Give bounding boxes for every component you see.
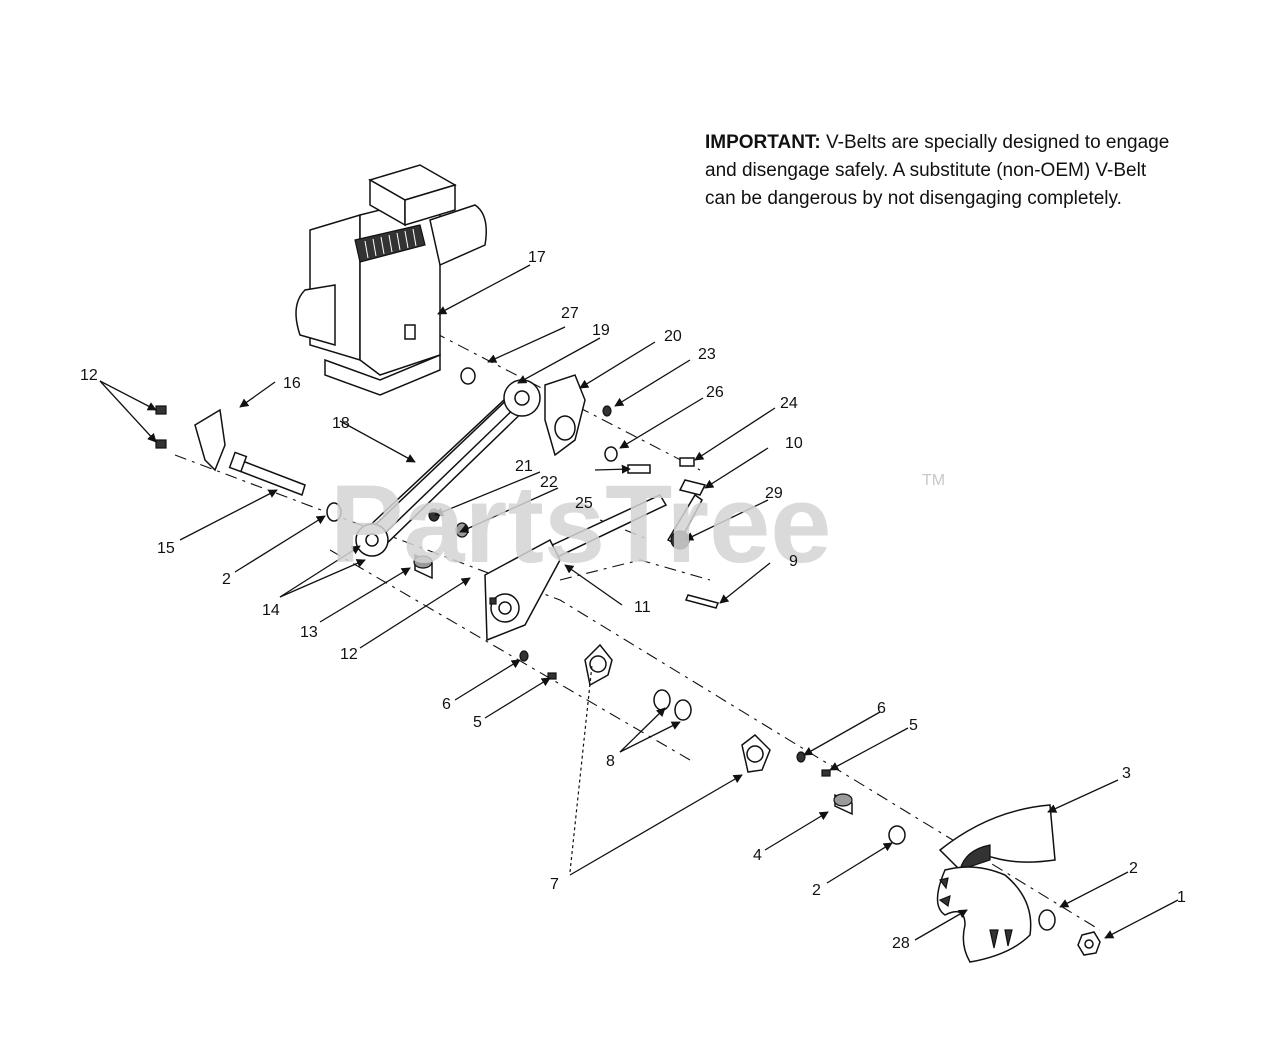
callout-26: 26 [706, 384, 724, 401]
nut-6-right [796, 751, 806, 763]
callout-8: 8 [606, 753, 615, 770]
bolt-5-left [547, 672, 557, 680]
upper-bracket [194, 408, 226, 472]
nut-23 [602, 405, 612, 417]
callout-2-mid: 2 [812, 882, 821, 899]
nut-6-left [519, 650, 529, 662]
callout-22: 22 [540, 474, 558, 491]
callout-13: 13 [300, 624, 318, 641]
bolt-5-right [821, 769, 831, 777]
idler-bracket [544, 374, 586, 457]
bearing-8a [653, 689, 671, 711]
callout-15: 15 [157, 540, 175, 557]
callout-24: 24 [780, 395, 798, 412]
watermark-text: PartsTree [330, 463, 831, 586]
callout-17: 17 [528, 249, 546, 266]
engine [295, 164, 487, 396]
callout-23: 23 [698, 346, 716, 363]
screws-12-upper [155, 405, 167, 449]
bearing-plate [484, 538, 561, 642]
pin-9 [684, 594, 720, 609]
callout-2-right: 2 [1129, 860, 1138, 877]
engine-cooling-fins [354, 224, 426, 263]
callout-12-top: 12 [80, 367, 98, 384]
washer-26 [604, 446, 618, 462]
callout-20: 20 [664, 328, 682, 345]
callout-14: 14 [262, 602, 280, 619]
nut-1 [1077, 931, 1101, 956]
washer-27 [460, 367, 476, 385]
callout-25: 25 [575, 495, 593, 512]
callout-labels: 1 2 2 2 3 4 5 5 6 6 7 8 9 10 11 12 12 13… [80, 249, 1186, 952]
callout-21: 21 [515, 458, 533, 475]
washer-right [1038, 909, 1056, 931]
watermark-tm: TM [922, 472, 945, 489]
callout-4: 4 [753, 847, 762, 864]
idler-arm [666, 479, 707, 550]
callout-12-bottom: 12 [340, 646, 358, 663]
v-belt [355, 379, 541, 557]
pin-24 [679, 457, 695, 467]
partstree-watermark: PartsTree TM [330, 463, 945, 586]
washer-mid [888, 825, 906, 845]
callout-18: 18 [332, 415, 350, 432]
blade-guard [938, 804, 1056, 872]
washer-left [326, 502, 342, 522]
callout-29: 29 [765, 485, 783, 502]
callout-28: 28 [892, 935, 910, 952]
callout-6-left: 6 [442, 696, 451, 713]
callout-3: 3 [1122, 765, 1131, 782]
callout-9: 9 [789, 553, 798, 570]
shoulder-bolt [228, 451, 306, 496]
bearing-flange-left [584, 643, 613, 687]
callout-7: 7 [550, 876, 559, 893]
edger-blade [936, 866, 1032, 963]
important-note-lead: IMPORTANT: [705, 132, 821, 153]
spacer [413, 553, 433, 580]
callout-6-right: 6 [877, 700, 886, 717]
spacer-4 [833, 793, 853, 816]
callout-10: 10 [785, 435, 803, 452]
callout-11: 11 [634, 599, 651, 616]
callout-5-right: 5 [909, 717, 918, 734]
callout-16: 16 [283, 375, 301, 392]
bearing-8b [674, 699, 692, 721]
callout-27: 27 [561, 305, 579, 322]
bearing-flange-right [741, 734, 771, 773]
callout-19: 19 [592, 322, 610, 339]
important-note-text: V-Belts are specially designed to engage… [705, 132, 1170, 209]
callout-1: 1 [1177, 889, 1186, 906]
leader-lines [99, 264, 1179, 941]
important-note: IMPORTANT: V-Belts are specially designe… [705, 129, 1175, 213]
callout-5-left: 5 [473, 714, 482, 731]
callout-2-left: 2 [222, 571, 231, 588]
